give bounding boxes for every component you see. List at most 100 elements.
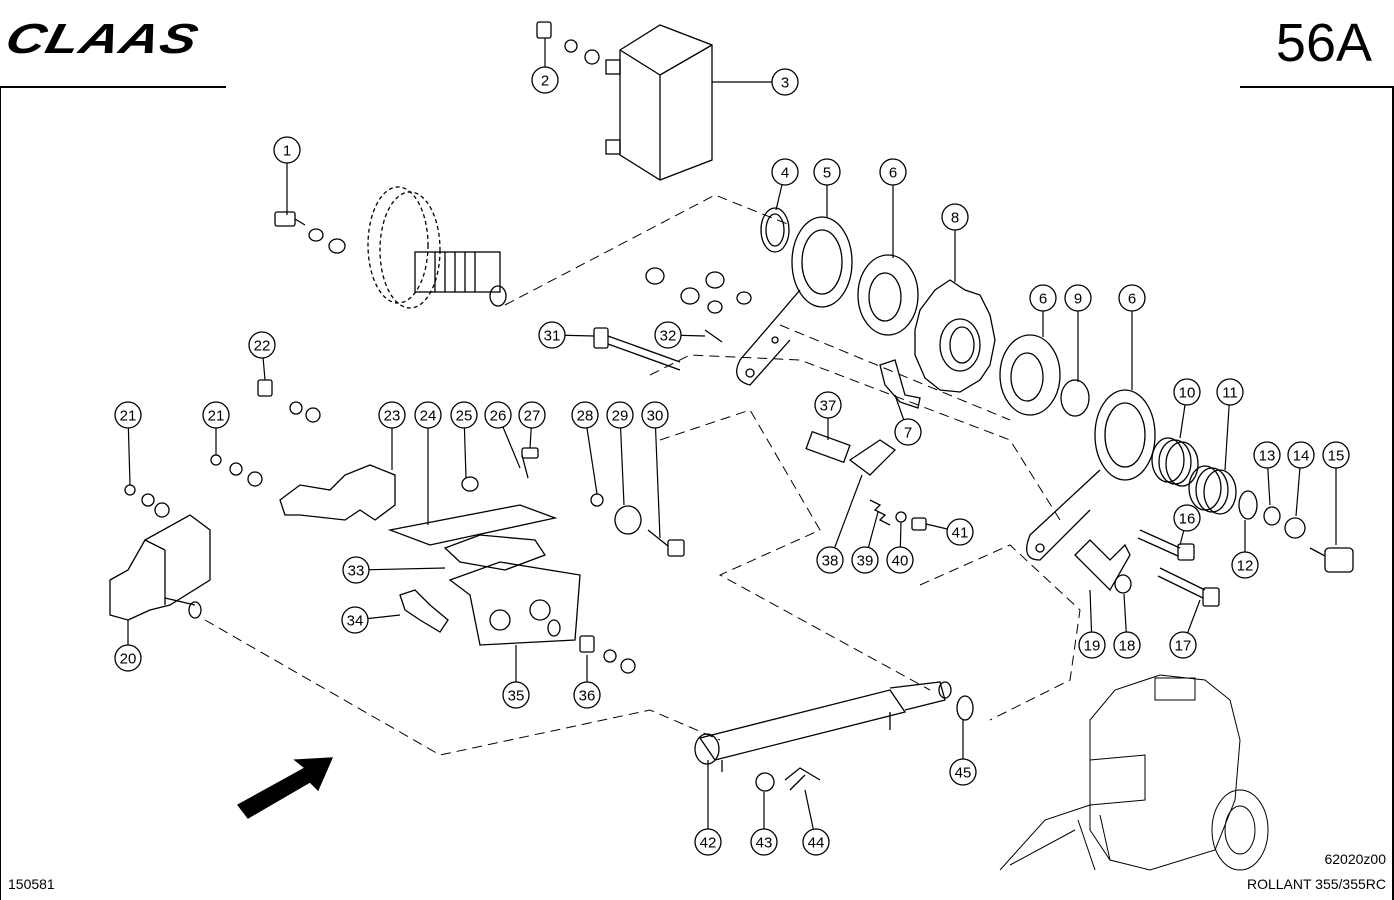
callout-circle xyxy=(694,828,722,856)
part-11-spring xyxy=(1188,465,1237,515)
callout-label: 34 xyxy=(347,613,364,630)
part-2-bolt-set xyxy=(536,21,600,65)
callout-label: 5 xyxy=(823,165,831,182)
part-30-bolt xyxy=(647,529,685,557)
callout-label: 26 xyxy=(490,408,507,425)
model-name: ROLLANT 355/355RC xyxy=(1246,876,1386,892)
callout-19: 19 xyxy=(1078,589,1106,659)
callout-label: 17 xyxy=(1175,638,1192,655)
callout-label: 13 xyxy=(1259,448,1276,465)
callout-circle xyxy=(450,401,478,429)
header-rule-left xyxy=(0,86,226,88)
callout-circle xyxy=(1113,631,1141,659)
part-39-spring xyxy=(869,499,891,526)
callout-38: 38 xyxy=(816,474,863,574)
part-34-hydraulic-fitting xyxy=(399,589,449,633)
part-19-bracket xyxy=(1074,539,1131,592)
callout-label: 33 xyxy=(348,563,365,580)
callout-label: 40 xyxy=(892,553,909,570)
callout-10: 10 xyxy=(1173,378,1201,439)
callout-3: 3 xyxy=(712,68,799,96)
callout-circle xyxy=(750,828,778,856)
callout-circle xyxy=(114,401,142,429)
part-45-bushing xyxy=(956,695,974,721)
part-6-bearing-a xyxy=(857,254,919,336)
page-number: 56A xyxy=(1275,13,1372,73)
callout-8: 8 xyxy=(941,203,969,282)
callout-25: 25 xyxy=(450,401,478,479)
callout-13: 13 xyxy=(1253,441,1281,506)
callout-circle xyxy=(1078,631,1106,659)
callout-29: 29 xyxy=(606,401,634,506)
callout-label: 2 xyxy=(541,73,549,90)
callout-circle xyxy=(1029,284,1057,312)
callout-circle xyxy=(573,681,601,709)
part-6-bearing-b xyxy=(999,334,1061,416)
callout-9: 9 xyxy=(1064,284,1092,382)
callout-circle xyxy=(816,546,844,574)
callout-label: 11 xyxy=(1222,385,1238,402)
callout-label: 41 xyxy=(952,525,969,542)
callout-label: 21 xyxy=(120,408,137,425)
part-31-bolt xyxy=(593,327,681,371)
callout-label: 1 xyxy=(283,143,291,160)
callout-label: 29 xyxy=(612,408,629,425)
callout-circle xyxy=(414,401,442,429)
callout-30: 30 xyxy=(641,401,669,539)
callout-label: 43 xyxy=(756,835,773,852)
callout-circle xyxy=(894,418,922,446)
part-37-pad xyxy=(805,430,851,464)
callout-label: 6 xyxy=(1128,291,1136,308)
part-38-plate xyxy=(848,439,897,476)
callout-circle xyxy=(273,136,301,164)
callout-20: 20 xyxy=(114,620,142,672)
callout-label: 10 xyxy=(1179,385,1196,402)
callout-label: 31 xyxy=(544,328,561,345)
callout-circle xyxy=(484,401,512,429)
part-6-arm-b xyxy=(1026,389,1156,561)
callout-5: 5 xyxy=(813,158,841,218)
callout-40: 40 xyxy=(886,521,914,574)
callout-circle xyxy=(202,401,230,429)
callout-23: 23 xyxy=(378,401,406,470)
part-12-circlip xyxy=(1238,490,1258,520)
callout-16: 16 xyxy=(1173,504,1201,546)
callout-circle xyxy=(1064,284,1092,312)
part-28-washer xyxy=(590,493,604,507)
callout-11: 11 xyxy=(1216,378,1244,471)
callout-circle xyxy=(654,321,682,349)
callout-circle xyxy=(641,401,669,429)
callout-label: 42 xyxy=(700,835,717,852)
callout-circle xyxy=(502,681,530,709)
callout-label: 24 xyxy=(420,408,437,425)
callout-label: 16 xyxy=(1179,511,1196,528)
callout-label: 38 xyxy=(822,553,839,570)
part-23-bracket xyxy=(279,464,396,521)
callout-12: 12 xyxy=(1231,520,1259,579)
callout-circle xyxy=(886,546,914,574)
callout-37: 37 xyxy=(814,391,842,440)
part-7-lever xyxy=(879,359,921,409)
callout-6: 6 xyxy=(879,158,907,258)
callout-circle xyxy=(1216,378,1244,406)
callout-27: 27 xyxy=(518,401,546,449)
callout-36: 36 xyxy=(573,655,601,709)
callout-label: 21 xyxy=(208,408,225,425)
callout-circle xyxy=(771,68,799,96)
callout-26: 26 xyxy=(484,401,521,469)
leader-line xyxy=(654,414,661,539)
callout-label: 12 xyxy=(1237,558,1254,575)
callout-label: 30 xyxy=(647,408,664,425)
part-43-washer xyxy=(755,772,775,792)
baler-overview-thumbnail xyxy=(999,674,1269,871)
callout-42: 42 xyxy=(694,760,722,856)
callout-circle xyxy=(518,401,546,429)
callout-39: 39 xyxy=(851,511,879,574)
callout-41: 41 xyxy=(925,518,974,546)
callout-circle xyxy=(813,158,841,186)
callout-label: 4 xyxy=(781,165,789,182)
callout-circle xyxy=(1253,441,1281,469)
callout-17: 17 xyxy=(1169,599,1201,659)
part-35-mount-plate xyxy=(448,561,581,646)
